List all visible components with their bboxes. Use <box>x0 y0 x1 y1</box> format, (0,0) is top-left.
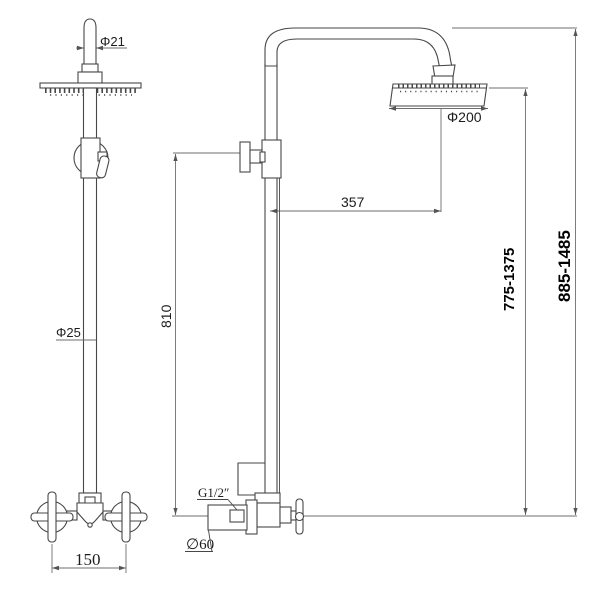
thread-leader <box>227 499 238 511</box>
gooseneck-arm <box>264 27 454 73</box>
arrow-icon <box>270 208 277 214</box>
arrow-icon <box>434 208 441 214</box>
lower-guide-box <box>237 462 265 496</box>
arrow-icon <box>52 565 59 571</box>
shower-head-side <box>389 83 488 107</box>
spout-tip <box>87 522 93 528</box>
valve-nut <box>254 492 281 504</box>
dim-label-phi25: Φ25 <box>56 325 81 340</box>
pipe-ring <box>81 63 99 73</box>
arrow-icon <box>173 508 178 515</box>
mixer-body-front <box>76 502 104 525</box>
valve-body-side <box>256 502 281 528</box>
dim-label-810: 810 <box>158 304 174 328</box>
side-view: G1/2″ ∅60 Φ200 357 810 775-1375 885-1485 <box>158 27 578 553</box>
side-handle-hub <box>294 511 305 522</box>
valve-flange <box>245 499 258 535</box>
shower-head-plate-front <box>39 82 142 89</box>
diverter-lever <box>96 155 110 179</box>
arrow-icon <box>96 45 103 51</box>
valve-step <box>279 506 292 524</box>
dim-label-phi60: ∅60 <box>186 537 214 553</box>
arrow-icon <box>389 106 396 111</box>
arrow-icon <box>173 154 178 161</box>
arrow-icon <box>573 508 578 515</box>
front-view: Φ21 Φ25 <box>30 18 148 573</box>
dim-label-phi21: Φ21 <box>100 34 125 49</box>
wall-thread-fitting <box>229 509 245 523</box>
head-cone-connector <box>77 71 103 85</box>
arrow-icon <box>523 89 528 96</box>
dim-label-150: 150 <box>75 550 101 569</box>
arrow-icon <box>573 29 578 36</box>
dim-150 <box>51 544 127 573</box>
bracket-flange <box>239 141 251 173</box>
arrow-icon <box>77 45 84 51</box>
riser-pipe-side <box>264 64 280 493</box>
dim-label-775-1375: 775-1375 <box>501 248 518 311</box>
right-handle-vertical <box>121 491 131 543</box>
hand-shower-pipe <box>83 18 97 73</box>
dim-label-357: 357 <box>341 194 365 210</box>
dim-label-phi200: Φ200 <box>447 109 482 125</box>
arrow-icon <box>119 565 126 571</box>
phi60-leader <box>208 530 213 552</box>
arrow-icon <box>523 508 528 515</box>
arrow-icon <box>481 106 488 111</box>
dim-label-885-1485: 885-1485 <box>555 230 574 302</box>
left-handle-vertical <box>47 491 57 543</box>
bracket-cap <box>259 151 266 163</box>
dim-label-thread: G1/2″ <box>198 485 229 500</box>
